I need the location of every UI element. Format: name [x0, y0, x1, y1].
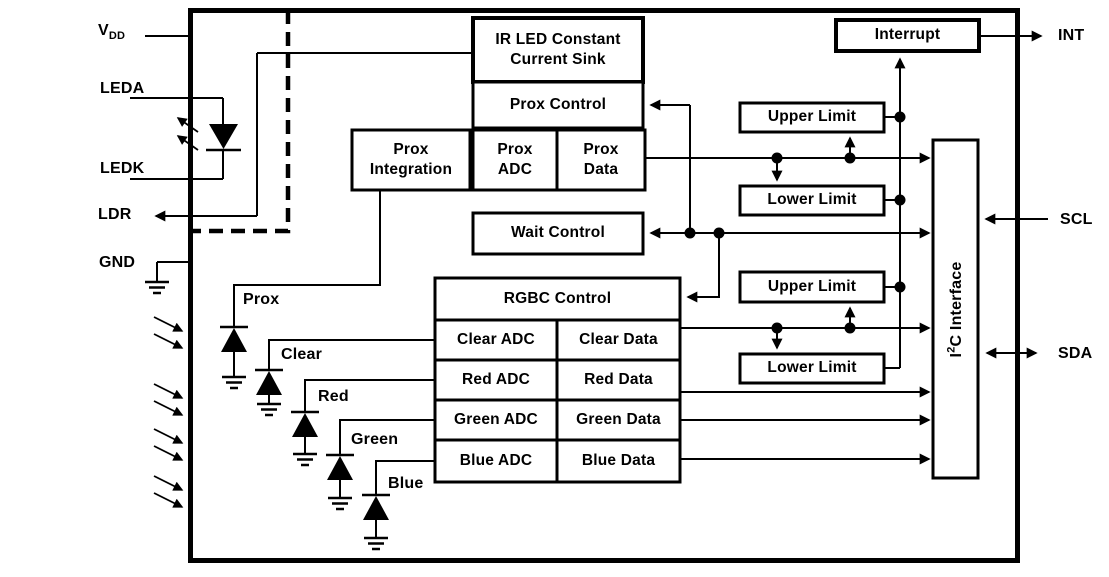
- chip-outline: [188, 8, 1020, 563]
- clear-adc-box: [433, 318, 559, 362]
- upper-limit-rgbc-box: [738, 270, 886, 304]
- photodiode-label-green: Green: [351, 431, 399, 448]
- prox-control-box: [471, 80, 645, 130]
- photodiode-label-clear: Clear: [281, 346, 323, 363]
- photodiode-clear: [255, 339, 435, 417]
- block-label-clear-data: Clear Data: [579, 330, 658, 348]
- junction-dots: [684, 111, 906, 334]
- light-arrow: [153, 400, 184, 416]
- photodiode-label-red: Red: [318, 388, 349, 405]
- block-label-i2c-interface: I2C Interface: [944, 261, 965, 357]
- block-label-wait-control: Wait Control: [511, 224, 605, 242]
- ir-led-symbol: [176, 98, 241, 179]
- block-label-prox-integration: Prox Integration: [369, 140, 453, 178]
- pin-label-gnd: GND: [99, 254, 136, 271]
- light-arrow: [153, 333, 184, 349]
- prox-adc-box: [471, 128, 559, 192]
- prox-data-box: [555, 128, 647, 192]
- pin-label-leda: LEDA: [100, 80, 145, 97]
- block-label-prox-data: Prox Data: [583, 140, 619, 178]
- upper-limit-prox-box: [738, 101, 886, 134]
- ldr-route: [154, 52, 473, 222]
- light-arrow: [153, 383, 184, 399]
- photodiode-green: [326, 419, 435, 511]
- pin-label-sda: SDA: [1058, 345, 1093, 362]
- photodiode-label-prox: Prox: [243, 291, 280, 308]
- pin-label-int: INT: [1058, 27, 1085, 44]
- lower-limit-prox-box: [738, 184, 886, 217]
- light-arrow: [153, 492, 184, 508]
- block-label-upper-limit-rgbc: Upper Limit: [767, 277, 857, 295]
- photodiode-label-blue: Blue: [388, 475, 424, 492]
- light-arrow: [153, 428, 184, 444]
- block-label-blue-adc: Blue ADC: [459, 451, 533, 469]
- blue-data-box: [555, 438, 682, 484]
- gnd-ground-symbol: [145, 280, 169, 295]
- led-driver-dashed-boundary: [191, 10, 291, 234]
- block-label-prox-adc: Prox ADC: [497, 140, 533, 178]
- block-label-rgbc-control: RGBC Control: [503, 289, 612, 307]
- pin-label-scl: SCL: [1060, 211, 1093, 228]
- lower-limit-rgbc-box: [738, 352, 886, 385]
- light-arrow: [153, 445, 184, 461]
- rgbc-control-drop: [690, 233, 720, 298]
- incident-light-arrows: [153, 316, 184, 508]
- pin-label-ldr: LDR: [98, 206, 132, 223]
- block-label-lower-limit-prox: Lower Limit: [767, 191, 857, 209]
- green-adc-box: [433, 398, 559, 442]
- internal-routes: [645, 30, 1048, 465]
- block-label-prox-control: Prox Control: [509, 95, 607, 113]
- block-label-green-adc: Green ADC: [454, 410, 538, 428]
- photodiode-blue: [362, 460, 435, 551]
- pin-label-vdd: VDD: [98, 22, 126, 43]
- blue-adc-box: [433, 438, 559, 484]
- red-data-box: [555, 358, 682, 402]
- block-label-upper-limit-prox: Upper Limit: [767, 108, 857, 126]
- i2c-interface-box: [931, 138, 980, 480]
- block-label-interrupt: Interrupt: [874, 26, 941, 44]
- light-arrow: [153, 475, 184, 491]
- block-label-green-data: Green Data: [576, 410, 661, 428]
- photodiode-prox: [220, 190, 381, 390]
- block-rects: [350, 16, 981, 484]
- block-label-lower-limit-rgbc: Lower Limit: [767, 359, 857, 377]
- block-label-blue-data: Blue Data: [581, 451, 656, 469]
- wait-control-box: [471, 211, 645, 256]
- green-data-box: [555, 398, 682, 442]
- block-label-clear-adc: Clear ADC: [457, 330, 535, 348]
- interrupt-box: [834, 18, 981, 53]
- block-label-red-data: Red Data: [584, 370, 653, 388]
- photodiode-red: [291, 379, 435, 467]
- prox-integration-box: [350, 128, 472, 192]
- light-arrow: [153, 316, 184, 332]
- pin-label-ledk: LEDK: [100, 160, 145, 177]
- block-label-ir-led-sink: IR LED Constant Current Sink: [495, 30, 621, 68]
- block-label-red-adc: Red ADC: [462, 370, 530, 388]
- pin-lines-left: [130, 35, 223, 281]
